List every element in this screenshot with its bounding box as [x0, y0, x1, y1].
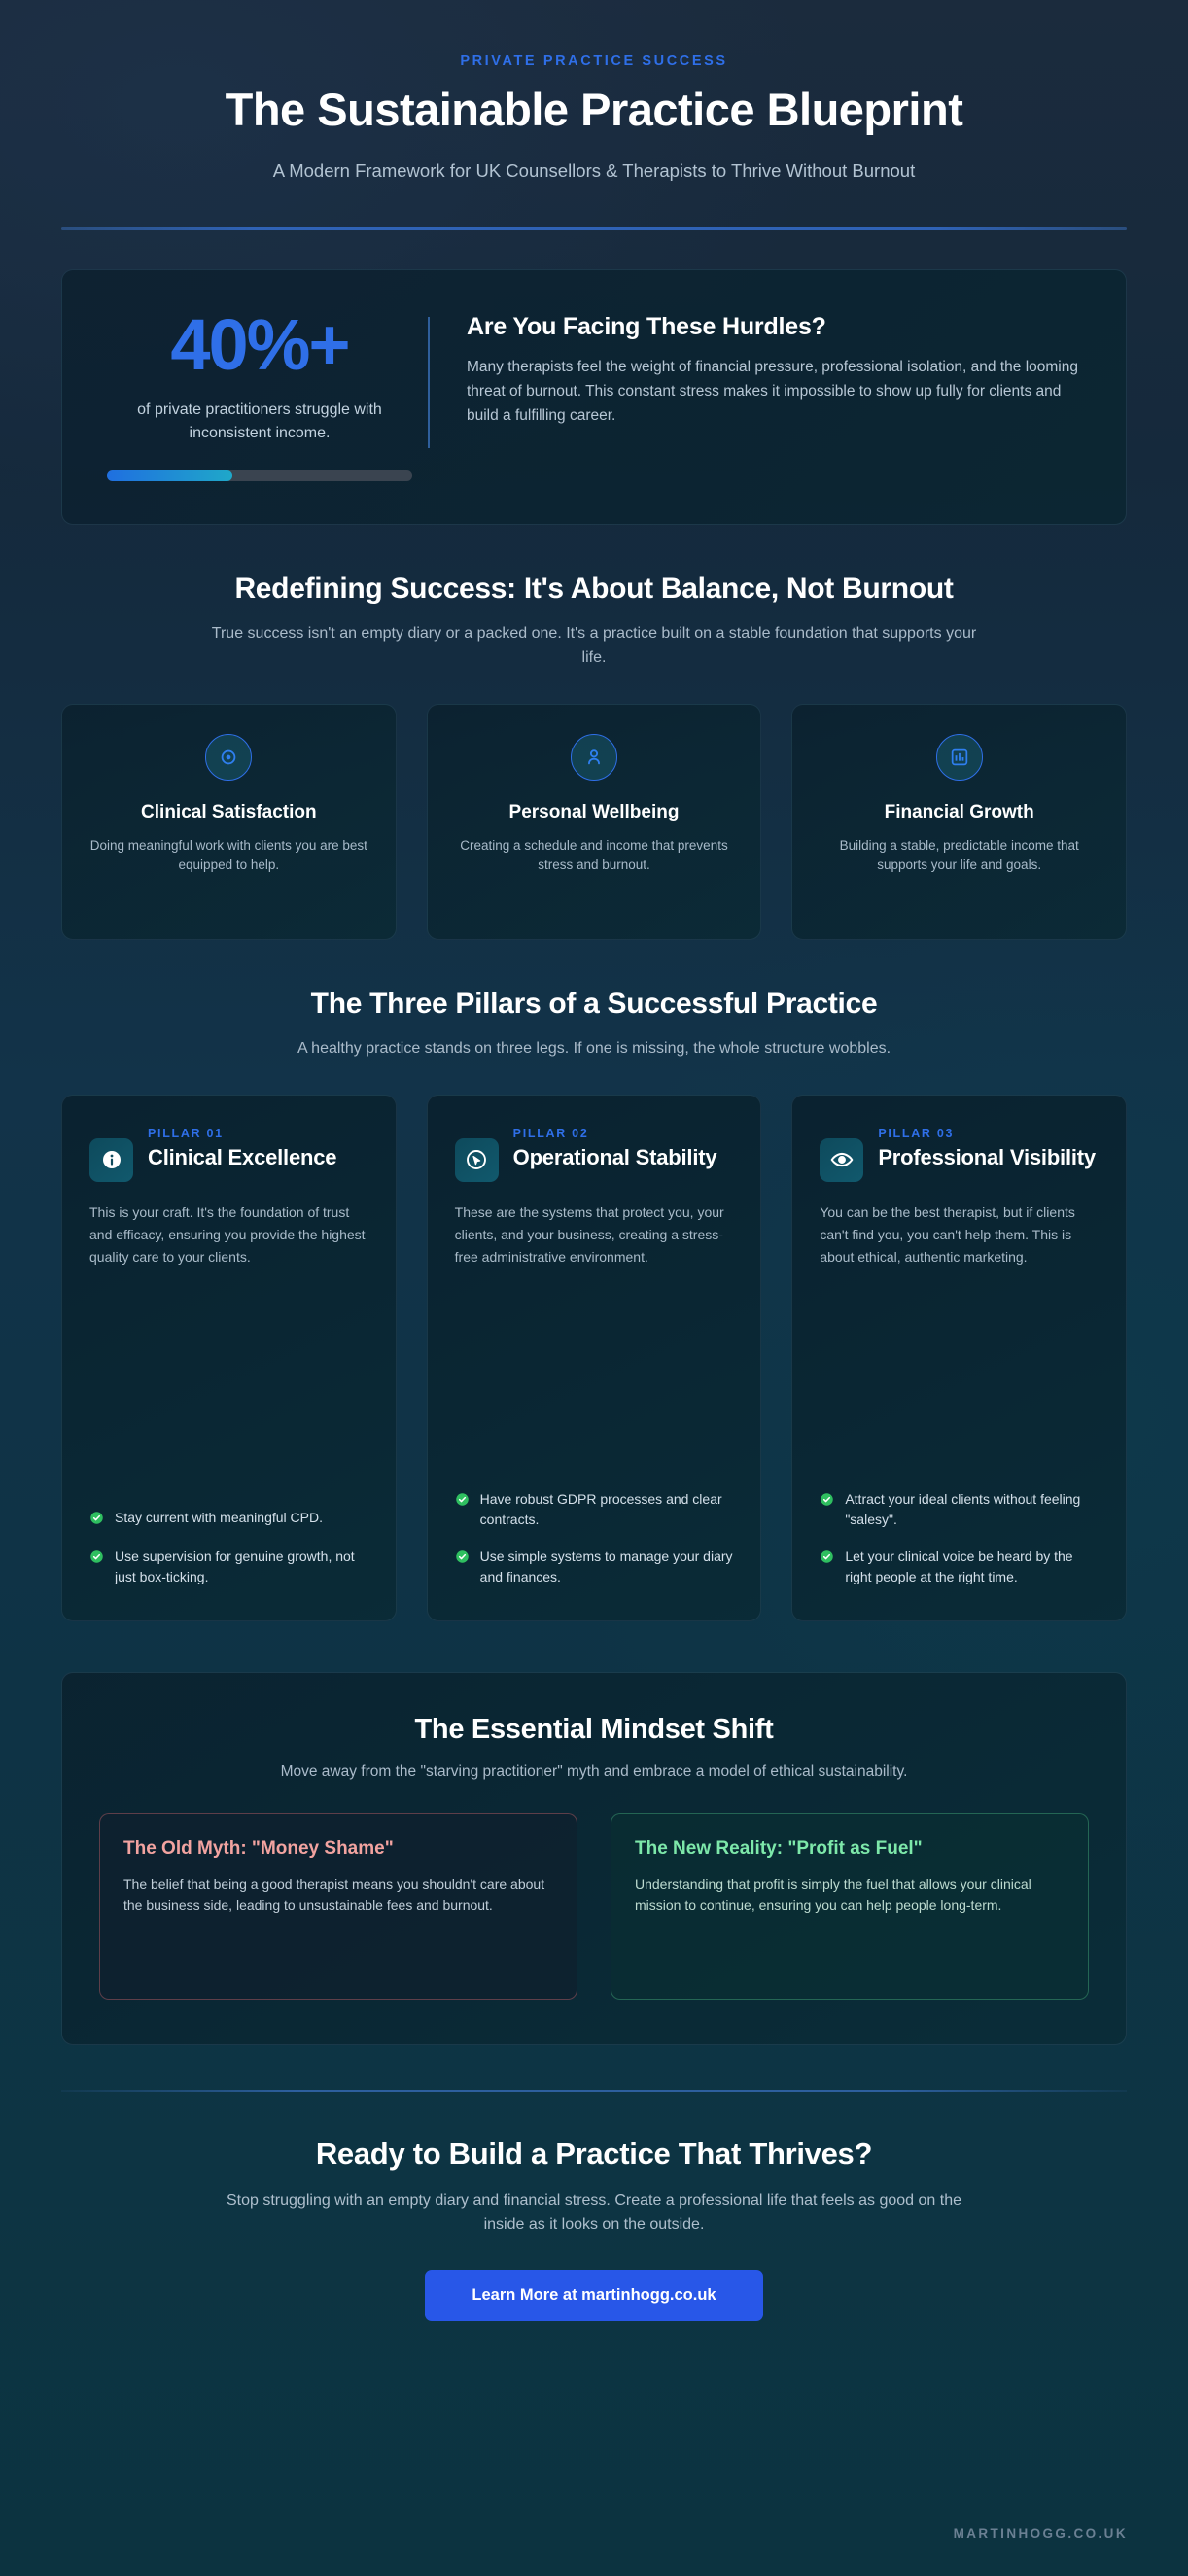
hero-section: PRIVATE PRACTICE SUCCESS The Sustainable…: [61, 0, 1127, 185]
pillar-point: Use supervision for genuine growth, not …: [89, 1547, 368, 1587]
brandmark: MARTINHOGG.CO.UK: [953, 2526, 1128, 2541]
pillar-point-list: Stay current with meaningful CPD. Use su…: [89, 1482, 368, 1587]
pillar-eyebrow: PILLAR 02: [512, 1126, 589, 1140]
pillar-meta: PILLAR 02 Operational Stability: [513, 1127, 734, 1170]
redefining-title: Redefining Success: It's About Balance, …: [234, 573, 954, 606]
pillar-description: You can be the best therapist, but if cl…: [820, 1203, 1075, 1266]
new-reality-body: Understanding that profit is simply the …: [635, 1875, 1031, 1914]
pillar-point: Use simple systems to manage your diary …: [455, 1547, 734, 1587]
value-card-grid: Clinical Satisfaction Doing meaningful w…: [61, 703, 1127, 940]
pillar-point-text: Use simple systems to manage your diary …: [479, 1548, 733, 1584]
stat-right-column: Are You Facing These Hurdles? Many thera…: [430, 309, 1081, 428]
pillar-eyebrow: PILLAR 03: [878, 1126, 955, 1140]
pillars-title: The Three Pillars of a Successful Practi…: [310, 987, 878, 1020]
bar-chart-icon: [935, 733, 983, 781]
pillar-description: These are the systems that protect you, …: [454, 1203, 724, 1266]
stat-left-column: 40%+ of private practitioners struggle w…: [107, 303, 428, 482]
pillar-header: PILLAR 03 Professional Visibility: [820, 1127, 1099, 1182]
pillars-subtitle: A healthy practice stands on three legs.…: [297, 1039, 891, 1057]
hurdles-heading: Are You Facing These Hurdles?: [467, 312, 826, 340]
value-card-title: Financial Growth: [884, 801, 1034, 822]
pillar-card-grid: PILLAR 01 Clinical Excellence This is yo…: [61, 1094, 1127, 1621]
pillar-meta: PILLAR 01 Clinical Excellence: [148, 1127, 368, 1170]
pillar-title: Clinical Excellence: [148, 1144, 337, 1169]
stat-progress-fill: [107, 470, 232, 482]
myth-vs-reality-grid: The Old Myth: "Money Shame" The belief t…: [99, 1812, 1089, 2000]
pillar-point-list: Attract your ideal clients without feeli…: [820, 1464, 1099, 1587]
info-icon: [89, 1137, 133, 1182]
pillar-card-operational-stability: PILLAR 02 Operational Stability These ar…: [426, 1094, 762, 1621]
hero-divider: [61, 226, 1127, 230]
old-myth-body: The belief that being a good therapist m…: [123, 1875, 545, 1914]
cta-title: Ready to Build a Practice That Thrives?: [315, 2136, 873, 2171]
pillar-point-text: Have robust GDPR processes and clear con…: [479, 1490, 722, 1527]
pillars-section: The Three Pillars of a Successful Practi…: [61, 987, 1127, 1621]
stat-progress-bar: [107, 470, 412, 482]
check-circle-icon: [455, 1549, 470, 1569]
pillar-point: Let your clinical voice be heard by the …: [820, 1547, 1099, 1587]
pillar-card-clinical-excellence: PILLAR 01 Clinical Excellence This is yo…: [61, 1094, 397, 1621]
new-reality-card: The New Reality: "Profit as Fuel" Unders…: [611, 1812, 1089, 2000]
mindset-title: The Essential Mindset Shift: [414, 1713, 774, 1745]
value-card-body: Doing meaningful work with clients you a…: [89, 837, 367, 873]
pillar-point: Have robust GDPR processes and clear con…: [455, 1489, 734, 1530]
cta-body: Stop struggling with an empty diary and …: [227, 2191, 961, 2234]
check-circle-icon: [455, 1492, 470, 1512]
old-myth-title: The Old Myth: "Money Shame": [123, 1837, 394, 1859]
pillar-point-text: Attract your ideal clients without feeli…: [845, 1490, 1081, 1527]
page-title: The Sustainable Practice Blueprint: [225, 84, 963, 135]
check-circle-icon: [89, 1549, 104, 1569]
value-card-clinical-satisfaction: Clinical Satisfaction Doing meaningful w…: [61, 703, 397, 940]
value-card-financial-growth: Financial Growth Building a stable, pred…: [791, 703, 1127, 940]
hero-eyebrow: PRIVATE PRACTICE SUCCESS: [460, 53, 728, 69]
pillar-title: Operational Stability: [512, 1144, 717, 1169]
pillar-point-text: Let your clinical voice be heard by the …: [845, 1548, 1073, 1584]
hero-subtitle: A Modern Framework for UK Counsellors & …: [272, 159, 916, 181]
pillar-eyebrow: PILLAR 01: [148, 1126, 224, 1140]
eye-icon: [820, 1137, 864, 1182]
pillar-title: Professional Visibility: [878, 1144, 1096, 1169]
mindset-shift-section: The Essential Mindset Shift Move away fr…: [61, 1671, 1127, 2045]
old-myth-card: The Old Myth: "Money Shame" The belief t…: [99, 1812, 577, 2000]
check-circle-icon: [820, 1492, 834, 1512]
value-card-title: Clinical Satisfaction: [141, 801, 317, 822]
value-card-title: Personal Wellbeing: [508, 801, 680, 822]
value-card-personal-wellbeing: Personal Wellbeing Creating a schedule a…: [426, 703, 762, 940]
stat-vertical-divider: [428, 316, 430, 449]
value-card-body: Building a stable, predictable income th…: [839, 837, 1079, 873]
redefining-subtitle: True success isn't an empty diary or a p…: [211, 625, 977, 667]
cta-divider: [61, 2089, 1127, 2092]
pillar-header: PILLAR 02 Operational Stability: [454, 1127, 734, 1182]
check-circle-icon: [89, 1511, 104, 1530]
check-circle-icon: [820, 1549, 834, 1569]
hurdles-body: Many therapists feel the weight of finan…: [467, 358, 1078, 424]
mindset-subtitle: Move away from the "starving practitione…: [280, 1762, 908, 1780]
statistic-card: 40%+ of private practitioners struggle w…: [61, 268, 1127, 526]
value-card-body: Creating a schedule and income that prev…: [460, 837, 728, 873]
cta-section: Ready to Build a Practice That Thrives? …: [61, 2137, 1127, 2322]
new-reality-title: The New Reality: "Profit as Fuel": [635, 1837, 923, 1859]
pillar-point-list: Have robust GDPR processes and clear con…: [455, 1464, 734, 1587]
stat-number: 40%+: [170, 303, 350, 385]
pillar-point: Attract your ideal clients without feeli…: [820, 1489, 1099, 1530]
target-icon: [205, 733, 253, 781]
person-icon: [570, 733, 617, 781]
learn-more-button[interactable]: Learn More at martinhogg.co.uk: [425, 2270, 763, 2322]
pillar-point: Stay current with meaningful CPD.: [89, 1508, 368, 1530]
pillar-point-text: Stay current with meaningful CPD.: [115, 1509, 323, 1525]
redefining-section: Redefining Success: It's About Balance, …: [61, 572, 1127, 940]
shield-cursor-icon: [454, 1137, 499, 1182]
pillar-meta: PILLAR 03 Professional Visibility: [878, 1127, 1099, 1170]
pillar-point-text: Use supervision for genuine growth, not …: [115, 1548, 355, 1584]
pillar-header: PILLAR 01 Clinical Excellence: [89, 1127, 368, 1182]
stat-caption: of private practitioners struggle with i…: [137, 400, 382, 442]
pillar-description: This is your craft. It's the foundation …: [89, 1203, 366, 1266]
pillar-card-professional-visibility: PILLAR 03 Professional Visibility You ca…: [791, 1094, 1127, 1621]
